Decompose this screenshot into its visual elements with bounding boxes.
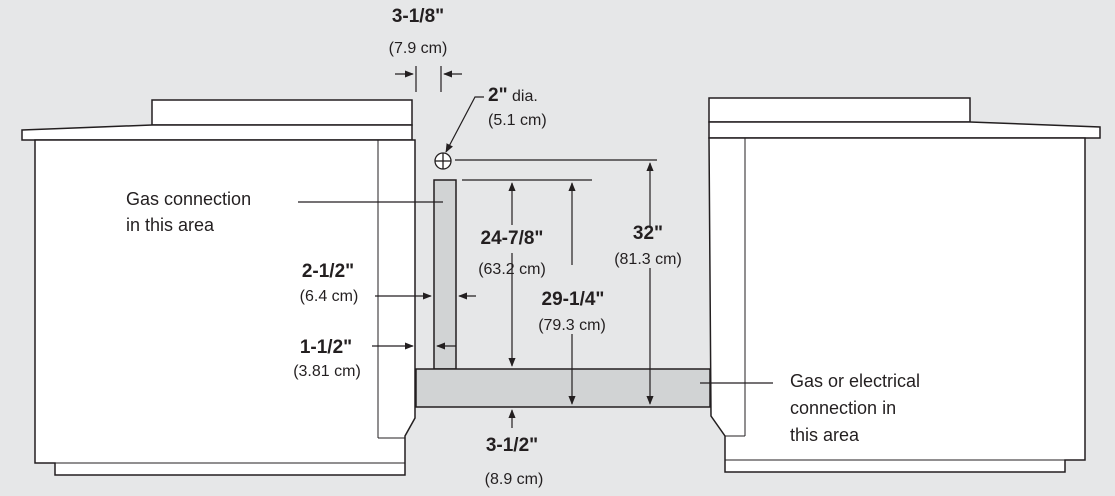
dim-side-gap-value: 1-1/2" xyxy=(300,337,352,358)
dim-strip-width-value: 2-1/2" xyxy=(302,261,354,282)
dim-strip-width-metric: (6.4 cm) xyxy=(300,288,359,305)
dim-hole-suffix: dia. xyxy=(508,88,538,105)
dim-floor-height-metric: (8.9 cm) xyxy=(485,471,544,488)
dim-hole-metric: (5.1 cm) xyxy=(488,112,547,129)
dim-side-gap-metric: (3.81 cm) xyxy=(293,363,361,380)
dimension-lines xyxy=(298,66,773,428)
dim-hole-label: 2" dia. xyxy=(488,85,538,106)
dim-hole-height-value: 32" xyxy=(633,223,663,244)
gas-elec-label-line1: Gas or electrical xyxy=(790,371,920,391)
floor-connection-area xyxy=(415,368,711,408)
connection-hole-icon xyxy=(434,152,452,170)
gas-elec-label-line3: this area xyxy=(790,425,860,445)
dim-hole-height-metric: (81.3 cm) xyxy=(614,251,682,268)
dim-strip-bottom-value: 29-1/4" xyxy=(542,289,605,310)
right-cabinet xyxy=(708,97,1101,473)
dim-floor-height-value: 3-1/2" xyxy=(486,435,538,456)
gas-elec-label-line2: connection in xyxy=(790,398,896,418)
dim-strip-top-value: 24-7/8" xyxy=(481,228,544,249)
gas-area-label-line2: in this area xyxy=(126,215,215,235)
dim-top-gap-metric: (7.9 cm) xyxy=(389,40,448,57)
dim-strip-top-metric: (63.2 cm) xyxy=(478,261,546,278)
gas-area-label-line1: Gas connection xyxy=(126,189,251,209)
gas-connection-strip xyxy=(433,179,457,370)
left-cabinet xyxy=(21,99,416,476)
dim-hole-value: 2" xyxy=(488,85,508,106)
dim-strip-bottom-metric: (79.3 cm) xyxy=(538,317,606,334)
dim-top-gap-value: 3-1/8" xyxy=(392,6,444,27)
